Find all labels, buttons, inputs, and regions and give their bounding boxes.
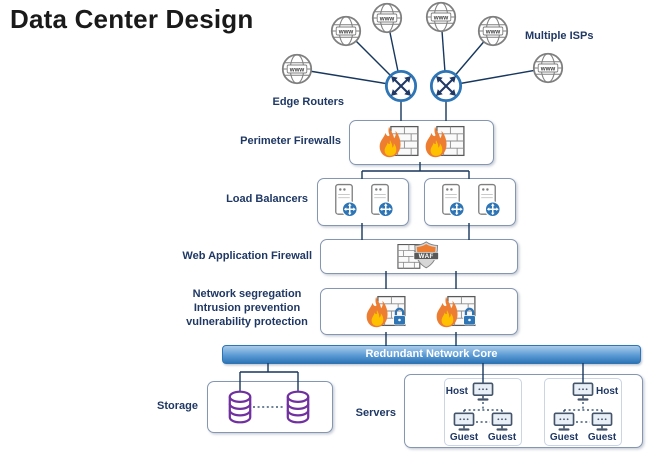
isp-globe-icon (371, 2, 403, 34)
storage-label: Storage (157, 400, 198, 412)
segregation-label-line3: vulnerability protection (186, 316, 308, 328)
firewall-lock-icon (364, 293, 408, 329)
load-balancer-icon (330, 182, 358, 220)
segregation-label-line1: Network segregation (192, 288, 302, 300)
segregation-label: Network segregation Intrusion prevention… (178, 287, 316, 329)
segregation-box (320, 288, 518, 335)
guest-monitor-icon (453, 412, 475, 432)
host-monitor-icon (472, 382, 494, 402)
waf-label: Web Application Firewall (182, 250, 312, 262)
isp-globe-icon (281, 53, 313, 85)
isp-globe-icon (477, 15, 509, 47)
load-balancers-right-box (424, 178, 516, 226)
guest-label: Guest (549, 432, 579, 443)
guest-monitor-icon (491, 412, 513, 432)
database-icon (227, 390, 253, 424)
edge-routers-label: Edge Routers (272, 96, 344, 108)
host-label: Host (445, 386, 468, 397)
firewall-icon (424, 123, 466, 159)
servers-label: Servers (355, 407, 396, 419)
isp-globe-icon (330, 15, 362, 47)
guest-label: Guest (587, 432, 617, 443)
host-label: Host (596, 386, 619, 397)
waf-shield-icon (395, 240, 441, 271)
isp-globe-icon (425, 1, 457, 33)
perimeter-firewalls-label: Perimeter Firewalls (240, 135, 341, 147)
host-monitor-icon (572, 382, 594, 402)
database-icon (285, 390, 311, 424)
guest-monitor-icon (553, 412, 575, 432)
perimeter-firewalls-box (349, 120, 494, 165)
guest-label: Guest (449, 432, 479, 443)
load-balancer-icon (437, 182, 465, 220)
isp-globe-icon (532, 52, 564, 84)
load-balancers-label: Load Balancers (226, 193, 308, 205)
network-core-label: Redundant Network Core (365, 348, 498, 360)
firewall-lock-icon (434, 293, 478, 329)
guest-monitor-icon (591, 412, 613, 432)
diagram-title: Data Center Design (10, 4, 254, 34)
load-balancers-left-box (317, 178, 409, 226)
edge-router-icon (384, 69, 418, 103)
storage-box (207, 381, 333, 433)
firewall-icon (378, 123, 420, 159)
edge-router-icon (429, 69, 463, 103)
network-core-bar: Redundant Network Core (222, 345, 641, 364)
guest-label: Guest (487, 432, 517, 443)
multiple-isps-label: Multiple ISPs (525, 30, 594, 42)
load-balancer-icon (366, 182, 394, 220)
load-balancer-icon (473, 182, 501, 220)
host-cluster-left (444, 378, 522, 446)
segregation-label-line2: Intrusion prevention (193, 302, 301, 314)
